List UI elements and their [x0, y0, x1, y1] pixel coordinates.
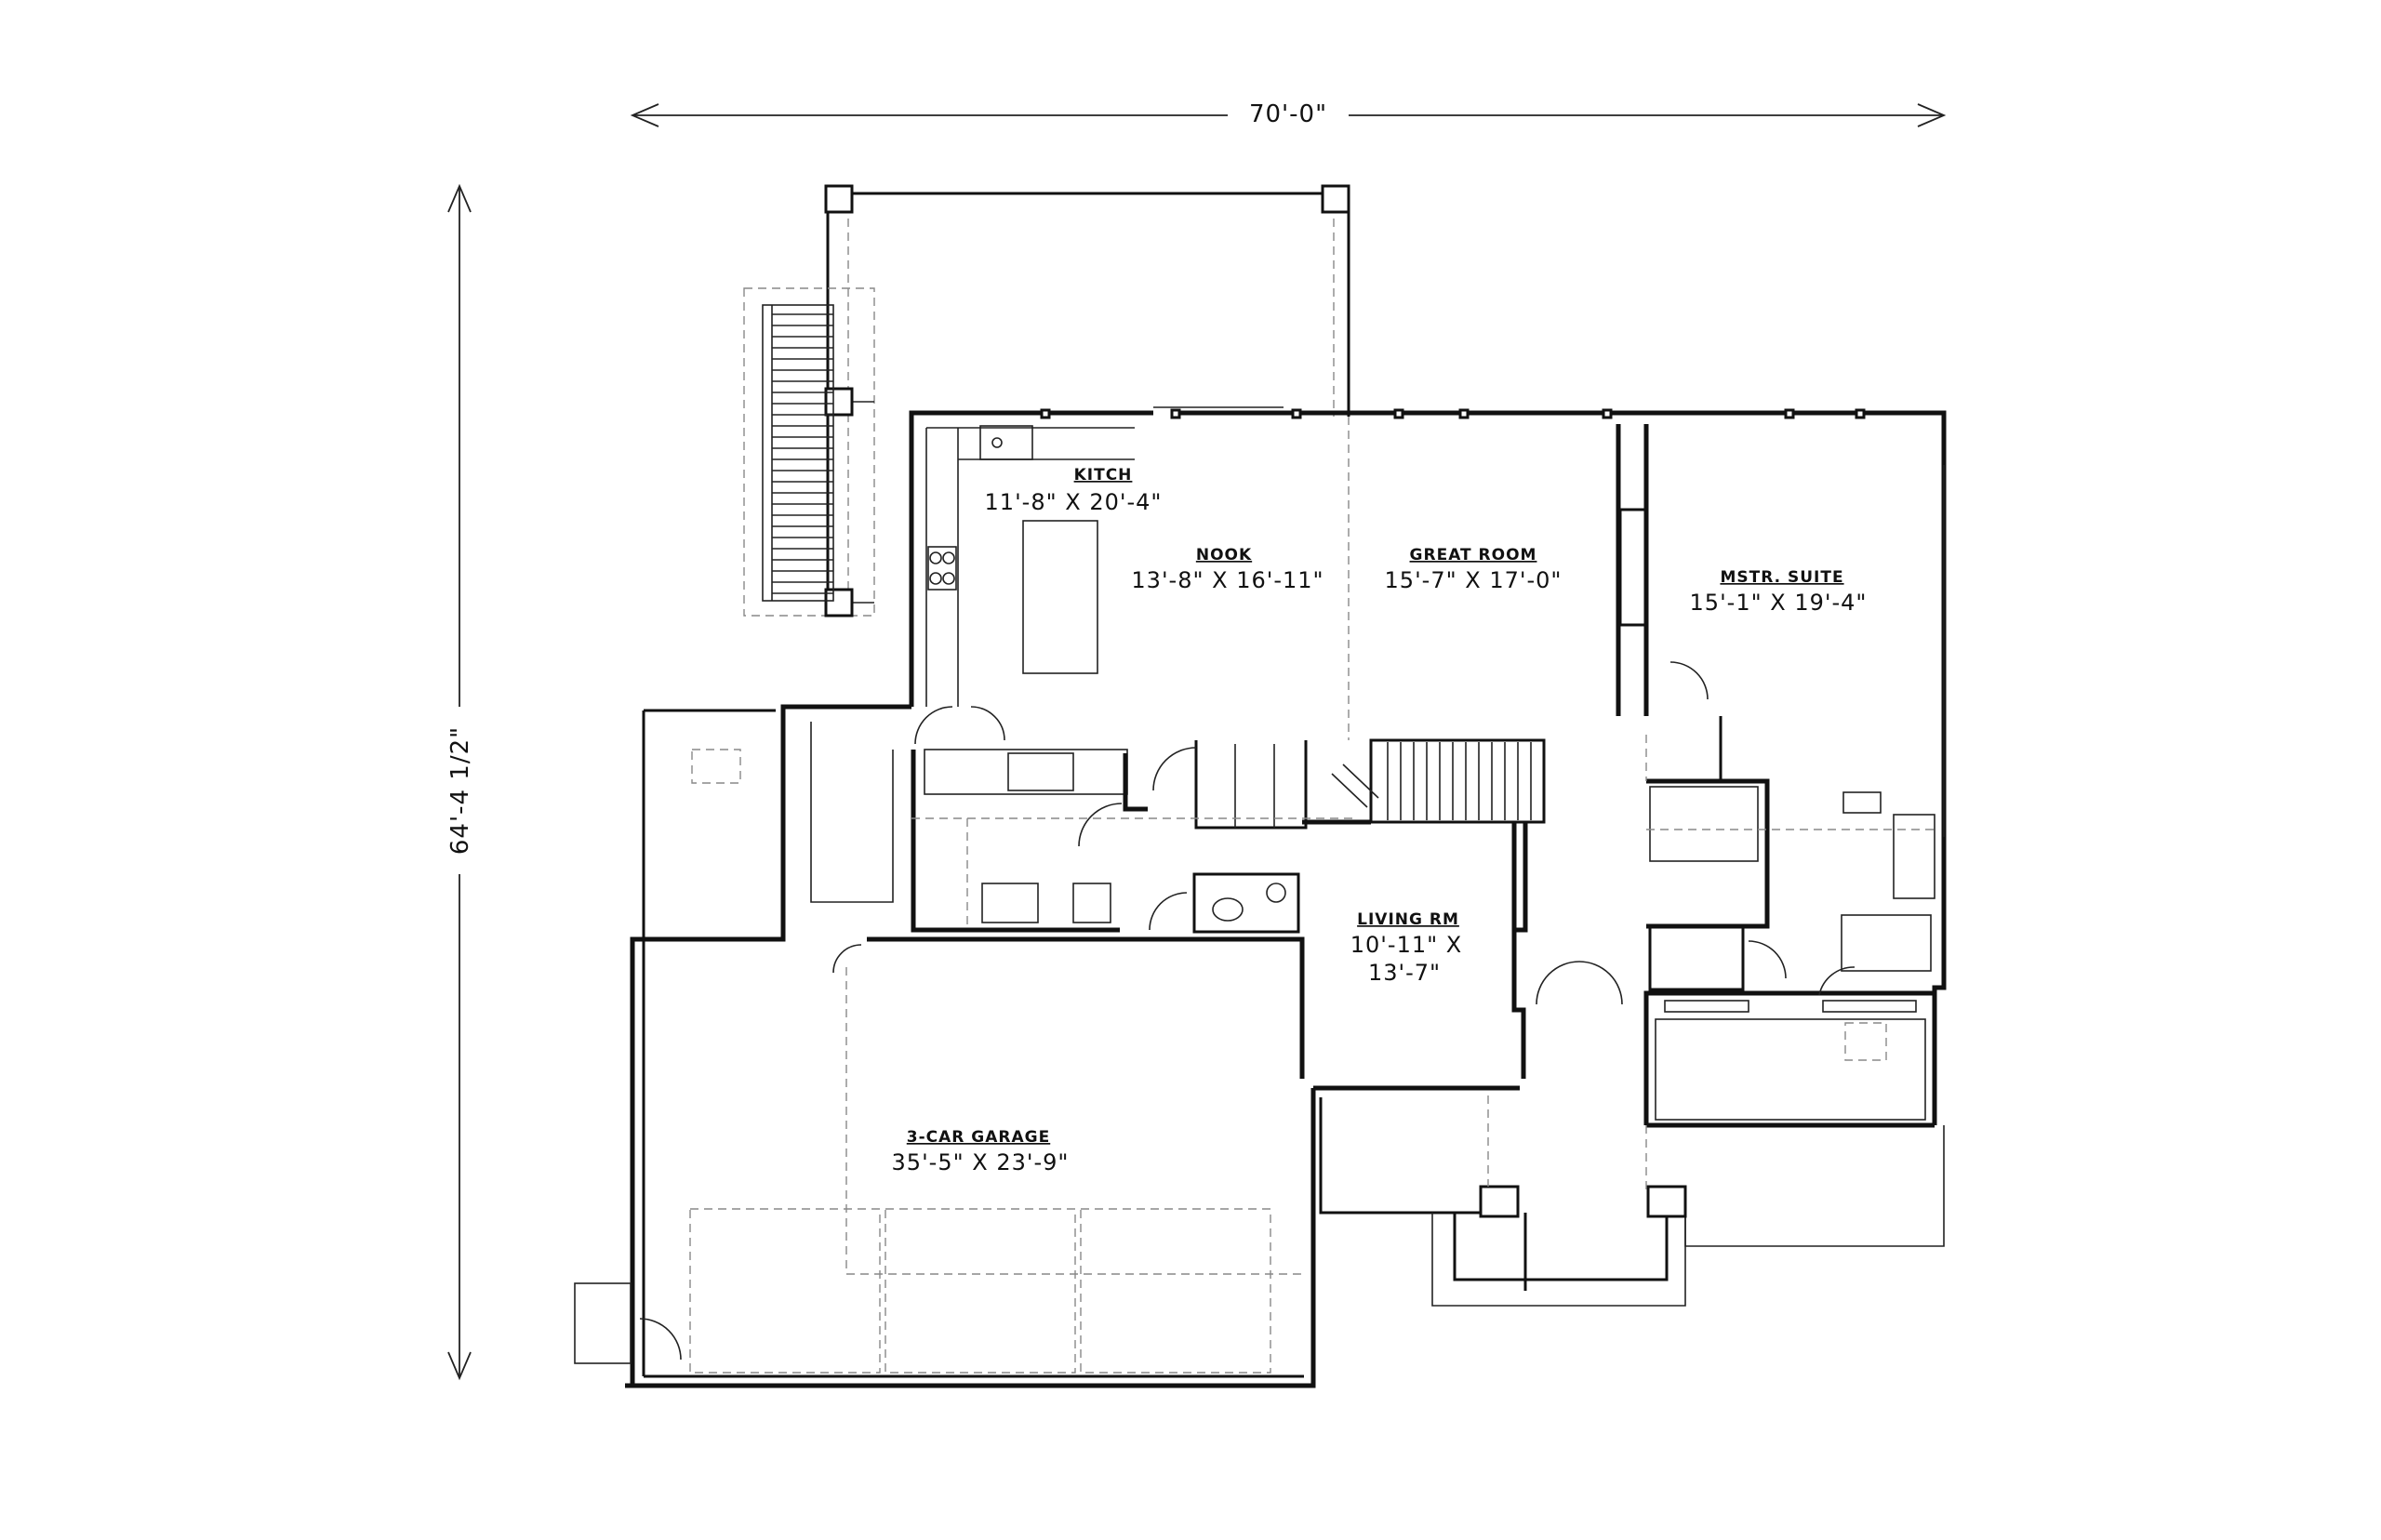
kitchen-size: 11'-8" X 20'-4" — [985, 489, 1163, 515]
depth-dimension: 64'-4 1/2" — [437, 183, 482, 1381]
nook-size: 13'-8" X 16'-11" — [1131, 567, 1324, 593]
depth-dimension-label: 64'-4 1/2" — [446, 726, 474, 855]
room-label-nook: NOOK 13'-8" X 16'-11" — [1131, 546, 1324, 593]
room-label-garage: 3-CAR GARAGE 35'-5" X 23'-9" — [892, 1128, 1070, 1175]
guide-lines — [689, 417, 1935, 1374]
kitchen-name: KITCH — [1074, 466, 1133, 485]
interior-walls — [574, 424, 1935, 1364]
deck-stair-treads — [772, 313, 833, 594]
master-suite-size: 15'-1" X 19'-4" — [1690, 590, 1868, 616]
nook-name: NOOK — [1196, 546, 1252, 564]
great-room-name: GREAT ROOM — [1410, 546, 1537, 564]
rear-deck — [743, 184, 1350, 617]
deck-stairs — [762, 304, 834, 602]
garage-size: 35'-5" X 23'-9" — [892, 1149, 1070, 1175]
room-label-master-suite: MSTR. SUITE 15'-1" X 19'-4" — [1690, 568, 1868, 616]
room-label-great-room: GREAT ROOM 15'-7" X 17'-0" — [1385, 546, 1563, 593]
porch-posts — [1479, 1185, 1687, 1218]
width-dimension: 70'-0" — [630, 97, 1947, 128]
room-label-kitchen: KITCH 11'-8" X 20'-4" — [985, 466, 1163, 515]
living-room-size-line2: 13'-7" — [1368, 960, 1441, 986]
rear-windows — [1040, 406, 1945, 837]
exterior-walls — [625, 410, 1947, 1388]
interior-stair-treads — [1387, 742, 1532, 820]
doors — [639, 661, 1856, 1361]
room-label-living-room: LIVING RM 10'-11" X 13'-7" — [1350, 910, 1462, 986]
kitchen-cabinets — [925, 425, 1135, 707]
living-room-name: LIVING RM — [1357, 910, 1459, 929]
width-dimension-label: 70'-0" — [1249, 100, 1327, 128]
garage-name: 3-CAR GARAGE — [907, 1128, 1050, 1147]
living-room-size-line1: 10'-11" X — [1350, 932, 1462, 958]
master-suite-name: MSTR. SUITE — [1720, 568, 1843, 587]
great-room-size: 15'-7" X 17'-0" — [1385, 567, 1563, 593]
kitchen-island — [1022, 520, 1098, 674]
